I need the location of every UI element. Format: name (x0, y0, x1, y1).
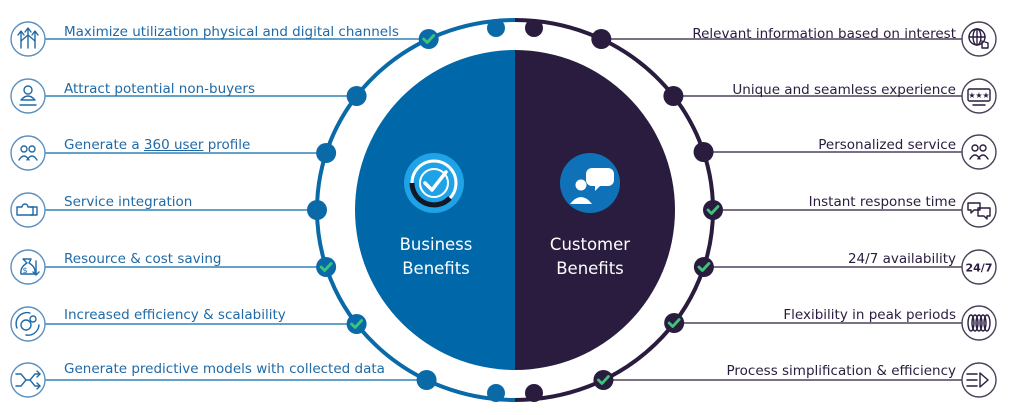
arrows-funnel-icon (961, 362, 997, 398)
business-title-line2: Benefits (402, 259, 470, 278)
customer-item-label: Process simplification & efficiency (726, 363, 956, 379)
rating-stars-icon: ★★★ (961, 78, 997, 114)
svg-text:$: $ (22, 266, 27, 275)
user-group-target-icon (10, 135, 46, 171)
customer-item-label: 24/7 availability (847, 251, 956, 267)
check-icon (693, 257, 714, 277)
customer-item-label: Unique and seamless experience (732, 82, 956, 98)
ring-node (307, 200, 327, 220)
business-item-label: Generate predictive models with collecte… (64, 361, 385, 377)
24-7-badge-text: 24/7 (966, 262, 993, 275)
customer-item-label: Flexibility in peak periods (783, 307, 956, 323)
ring-node (525, 384, 543, 402)
gears-cycle-icon (10, 306, 46, 342)
customer-item-label: Relevant information based on interest (692, 26, 956, 42)
ring-node (663, 86, 684, 106)
svg-text:★: ★ (968, 91, 975, 100)
customer-benefit-row: ★★★ (663, 78, 997, 114)
customer-benefit-row (591, 21, 997, 57)
svg-text:★: ★ (975, 91, 982, 100)
customer-benefit-row (664, 305, 997, 341)
ring-node (316, 143, 337, 163)
globe-hand-icon (961, 21, 997, 57)
svg-text:★: ★ (982, 91, 989, 100)
split-arrows-icon (10, 362, 46, 398)
customer-benefit-row: 24/7 (693, 249, 997, 285)
label-link-part: 360 user (143, 137, 204, 153)
customer-benefit-row (693, 134, 997, 170)
customer-benefit-row (593, 362, 997, 398)
money-bag-icon: $ (10, 249, 46, 285)
ring-node (487, 384, 505, 402)
24-7-icon: 24/7 (961, 249, 997, 285)
check-icon (316, 257, 337, 277)
business-item-label: Service integration (64, 194, 193, 210)
spring-coil-icon (961, 305, 997, 341)
business-benefit-row (10, 362, 437, 398)
business-benefits-title: Business Benefits (356, 233, 516, 281)
puzzle-pieces-icon (10, 192, 46, 228)
business-benefit-row (10, 192, 327, 228)
target-check-icon (404, 153, 464, 213)
check-icon (346, 314, 367, 334)
ring-node (416, 370, 437, 390)
arrows-up-icon (10, 21, 46, 57)
label-part: profile (203, 137, 251, 153)
label-part: Generate a (64, 137, 144, 153)
customer-item-label: Instant response time (808, 194, 956, 210)
ring-node (693, 142, 714, 162)
business-item-label: Generate a 360 user profile (64, 137, 250, 153)
user-binary-icon (10, 78, 46, 114)
check-icon (418, 29, 439, 49)
user-group-target-icon (961, 134, 997, 170)
customer-benefits-title: Customer Benefits (510, 233, 670, 281)
check-icon (703, 200, 723, 220)
business-item-label: Resource & cost saving (64, 251, 222, 267)
ring-node (591, 29, 612, 49)
user-chat-icon (560, 153, 620, 213)
business-benefit-row (10, 306, 367, 342)
check-icon (593, 370, 614, 390)
chat-bubbles-icon (961, 192, 997, 228)
business-item-label: Maximize utilization physical and digita… (64, 24, 399, 40)
business-benefit-row (10, 21, 439, 57)
customer-benefit-row (703, 192, 997, 228)
business-title-line1: Business (399, 235, 473, 254)
business-item-label: Attract potential non-buyers (64, 81, 256, 97)
ring-node (487, 19, 505, 37)
customer-title-line1: Customer (549, 235, 631, 254)
business-item-label: Increased efficiency & scalability (64, 307, 286, 323)
customer-title-line2: Benefits (556, 259, 624, 278)
business-benefit-row (10, 78, 367, 114)
customer-item-label: Personalized service (818, 137, 956, 153)
check-icon (664, 313, 685, 333)
business-benefit-row (10, 135, 337, 171)
business-benefit-row: $ (10, 249, 337, 285)
ring-node (525, 19, 543, 37)
ring-node (346, 86, 367, 106)
